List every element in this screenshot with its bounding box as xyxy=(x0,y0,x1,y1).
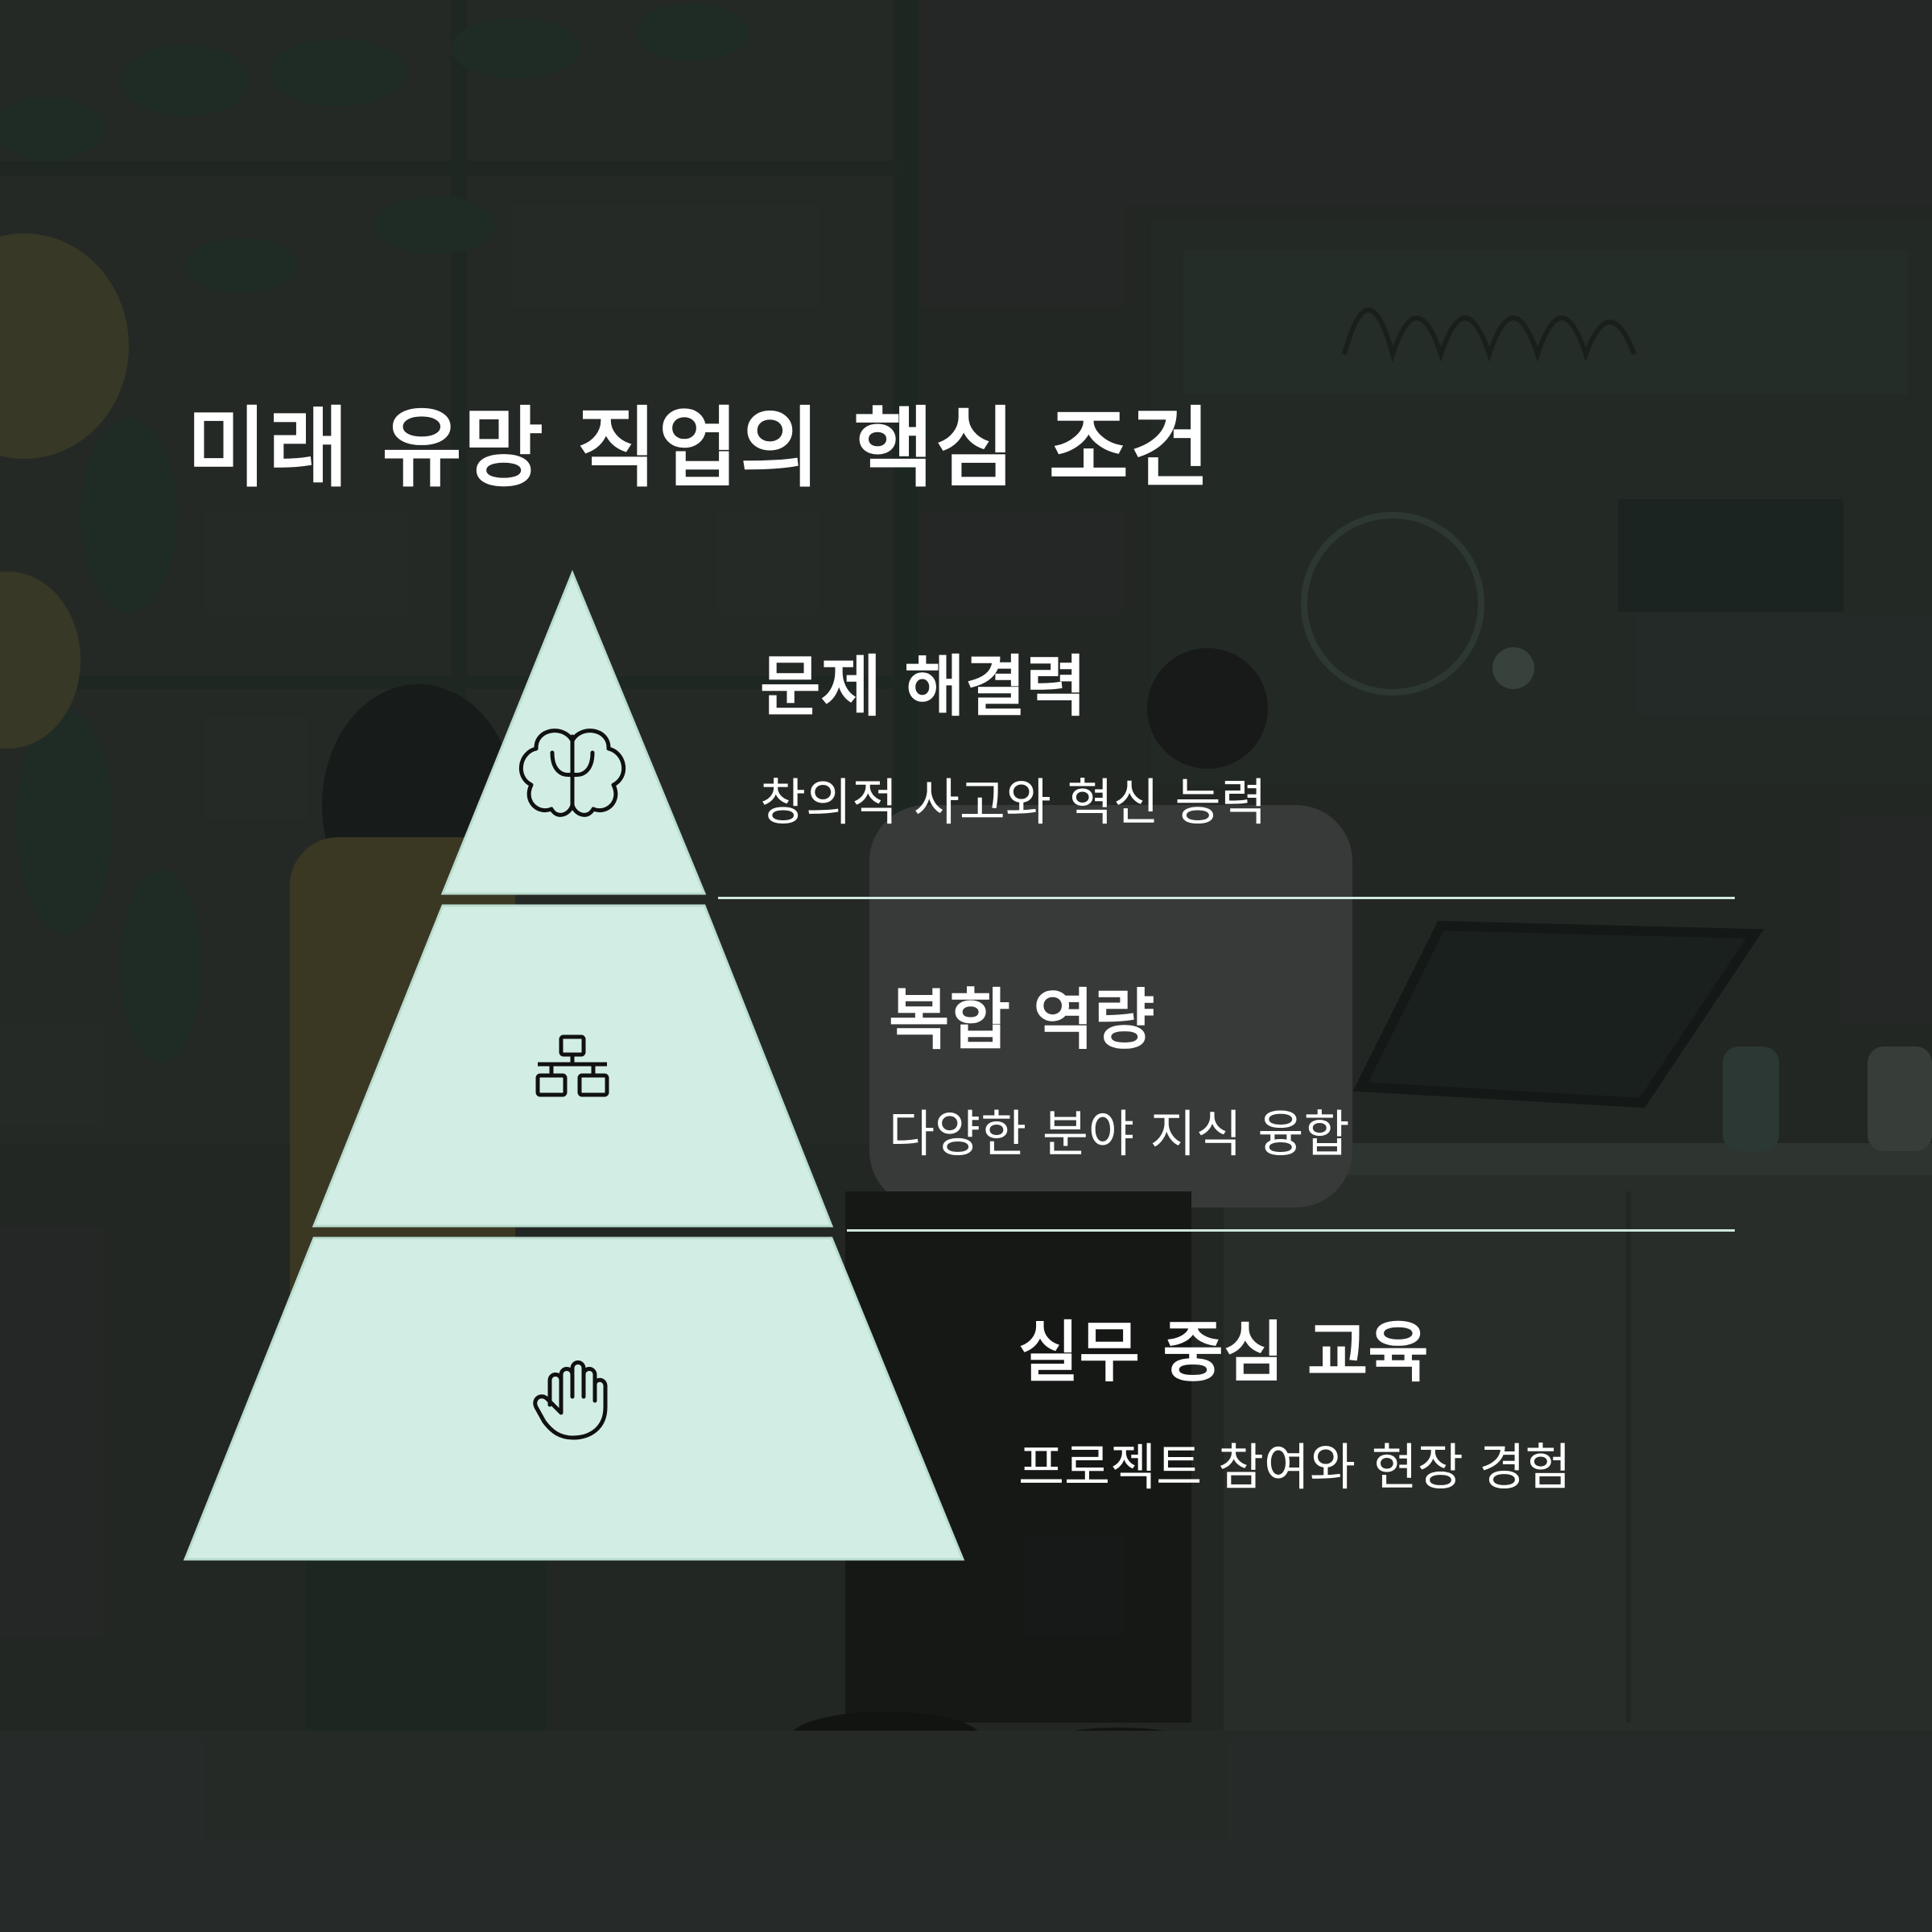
page-title: 미래 유망 직업의 핵심 조건 xyxy=(187,398,1212,499)
hand-icon xyxy=(533,1360,608,1440)
pyramid-tier-top xyxy=(440,570,707,895)
tier-2-heading: 복합 역량 xyxy=(889,982,1155,1059)
network-icon xyxy=(535,1034,609,1097)
tier-1-heading: 문제 해결력 xyxy=(760,649,1087,725)
tier-3-heading: 실무 중심 교육 xyxy=(1018,1315,1429,1391)
tier-2-divider xyxy=(847,1229,1735,1232)
pyramid-tier-bottom xyxy=(183,1236,965,1561)
tier-1-divider xyxy=(718,897,1735,899)
brain-icon xyxy=(518,729,626,817)
tier-3-description: 프로젝트 참여와 현장 경험 xyxy=(1018,1438,1571,1496)
tier-2-description: 다양한 분야 지식 융합 xyxy=(889,1104,1350,1163)
tier-1-description: 창의적 사고와 혁신 능력 xyxy=(760,773,1267,832)
